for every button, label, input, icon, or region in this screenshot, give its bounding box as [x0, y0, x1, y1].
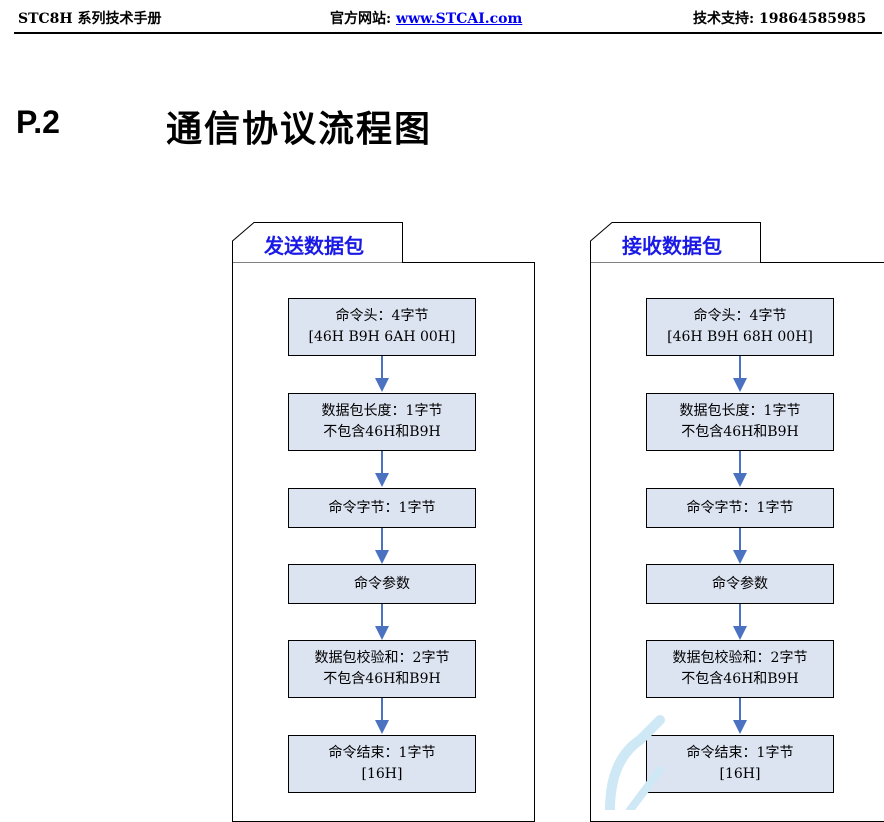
flow-step-checksum: 数据包校验和：2字节 不包含46H和B9H — [288, 640, 476, 698]
flow-arrow-icon — [375, 604, 389, 640]
website-label: 官方网站: — [330, 11, 397, 27]
flow-step-packet-length: 数据包长度：1字节 不包含46H和B9H — [288, 393, 476, 451]
panel-tab: 发送数据包 — [232, 222, 403, 263]
step-line1: 命令结束：1字节 — [328, 745, 436, 761]
step-line2: [16H] — [361, 766, 403, 782]
step-line1: 命令字节：1字节 — [328, 499, 436, 516]
doc-header-website: 官方网站: www.STCAI.com — [330, 8, 522, 28]
step-line1: 命令头：4字节 — [693, 308, 787, 324]
flow-step-packet-length: 数据包长度：1字节 不包含46H和B9H — [646, 393, 834, 451]
step-line2: 不包含46H和B9H — [681, 671, 799, 687]
panel-tab: 接收数据包 — [590, 222, 761, 263]
flow-arrow-icon — [375, 356, 389, 392]
flow-arrow-icon — [375, 451, 389, 487]
step-line1: 数据包长度：1字节 — [679, 403, 801, 419]
flow-step-command-byte: 命令字节：1字节 — [646, 488, 834, 528]
doc-header-title: STC8H 系列技术手册 — [18, 11, 162, 27]
doc-header-support: 技术支持: 19864585985 — [693, 11, 867, 27]
step-line1: 命令参数 — [354, 575, 410, 592]
step-line2: 不包含46H和B9H — [681, 424, 799, 440]
header-divider — [14, 32, 882, 34]
section-number: P.2 — [16, 104, 60, 140]
flow-step-command-params: 命令参数 — [288, 564, 476, 604]
flow-step-command-end: 命令结束：1字节 [16H] — [646, 735, 834, 793]
flow-step-command-params: 命令参数 — [646, 564, 834, 604]
step-line1: 数据包长度：1字节 — [321, 403, 443, 419]
flow-arrow-icon — [733, 356, 747, 392]
send-packet-title: 发送数据包 — [264, 234, 364, 258]
step-line1: 命令头：4字节 — [335, 308, 429, 324]
flow-arrow-icon — [375, 528, 389, 564]
tab-shape — [232, 222, 403, 263]
receive-packet-title: 接收数据包 — [622, 234, 722, 258]
flow-arrow-icon — [733, 698, 747, 734]
step-line2: 不包含46H和B9H — [323, 424, 441, 440]
step-line1: 数据包校验和：2字节 — [672, 650, 808, 666]
step-line1: 命令字节：1字节 — [686, 499, 794, 516]
step-line2: [46H B9H 68H 00H] — [667, 329, 813, 345]
flow-step-checksum: 数据包校验和：2字节 不包含46H和B9H — [646, 640, 834, 698]
section-title: 通信协议流程图 — [166, 109, 433, 150]
step-line1: 命令结束：1字节 — [686, 745, 794, 761]
flow-step-command-header: 命令头：4字节 [46H B9H 68H 00H] — [646, 298, 834, 356]
step-line1: 命令参数 — [712, 575, 768, 592]
flow-step-command-byte: 命令字节：1字节 — [288, 488, 476, 528]
tab-shape — [590, 222, 761, 263]
send-packet-panel: 发送数据包 命令头：4字节 [46H B9H 6AH 00H] 数据包长度：1字… — [232, 222, 535, 822]
receive-packet-panel: 接收数据包 命令头：4字节 [46H B9H 68H 00H] 数据包长度：1字… — [590, 222, 884, 822]
step-line2: 不包含46H和B9H — [323, 671, 441, 687]
flow-step-command-end: 命令结束：1字节 [16H] — [288, 735, 476, 793]
step-line1: 数据包校验和：2字节 — [314, 650, 450, 666]
flow-arrow-icon — [733, 451, 747, 487]
website-link[interactable]: www.STCAI.com — [396, 11, 523, 27]
flow-arrow-icon — [733, 528, 747, 564]
flow-arrow-icon — [733, 604, 747, 640]
flow-step-command-header: 命令头：4字节 [46H B9H 6AH 00H] — [288, 298, 476, 356]
step-line2: [16H] — [719, 766, 761, 782]
flow-arrow-icon — [375, 698, 389, 734]
step-line2: [46H B9H 6AH 00H] — [308, 329, 456, 345]
